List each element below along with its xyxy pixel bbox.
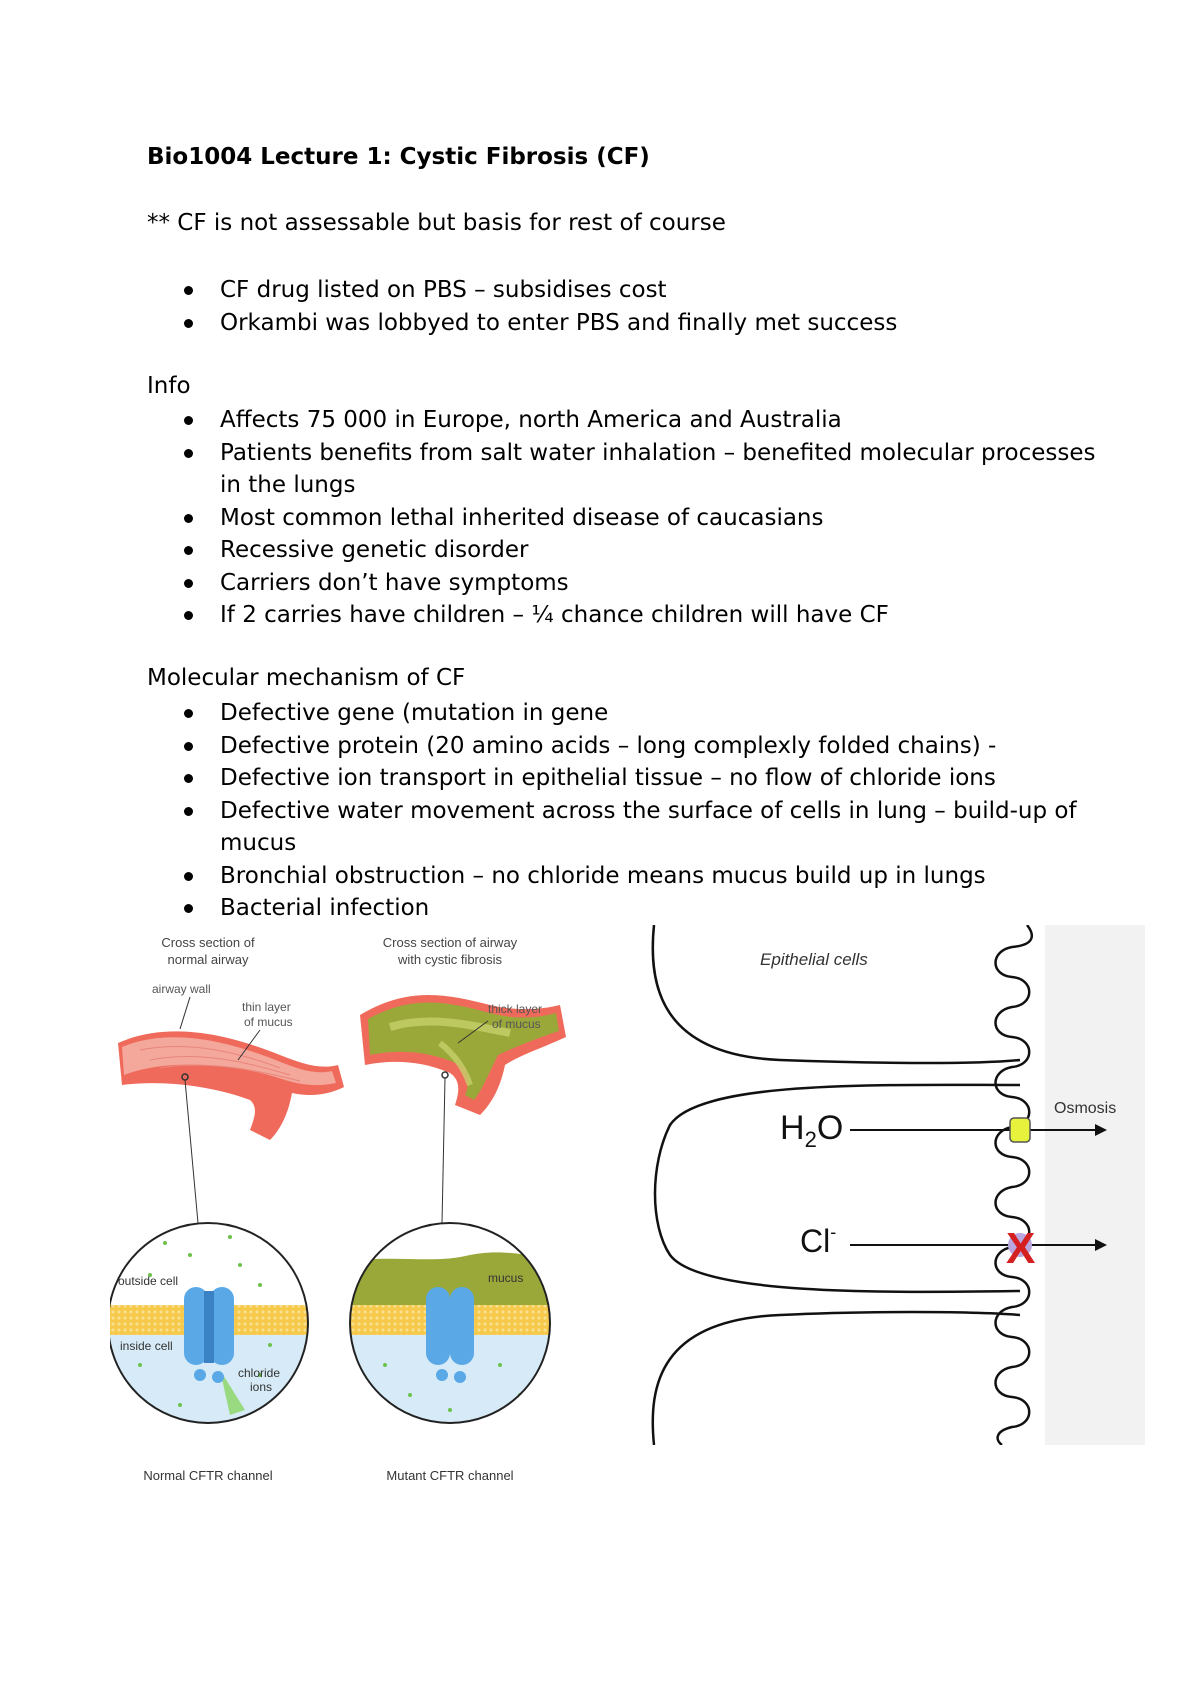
chloride-ions-label-line1: chloride — [238, 1366, 280, 1380]
list-item: Patients benefits from salt water inhala… — [147, 437, 1100, 502]
middle-cell-outline — [653, 1083, 1021, 1294]
blocked-x-icon: X — [1006, 1224, 1035, 1273]
course-note: ** CF is not assessable but basis for re… — [147, 210, 726, 236]
h2o-arrowhead — [1095, 1124, 1107, 1136]
lumen-background — [1045, 925, 1145, 1445]
normal-cftr-circle — [110, 1223, 308, 1423]
cf-airway-title-line2: with cystic fibrosis — [397, 952, 503, 967]
mutant-cftr-caption: Mutant CFTR channel — [386, 1468, 513, 1483]
list-item: Most common lethal inherited disease of … — [147, 502, 1100, 535]
bullet-icon — [184, 871, 193, 881]
mucus-label: mucus — [488, 1271, 523, 1285]
thick-mucus-pointer — [457, 1020, 489, 1044]
normal-airway-title-line1: Cross section of — [161, 935, 255, 950]
thick-mucus-label-line1: thick layer — [488, 1002, 542, 1016]
list-item: Recessive genetic disorder — [147, 534, 1100, 567]
list-item: Defective water movement across the surf… — [147, 795, 1100, 860]
bullet-icon — [184, 286, 193, 295]
thick-mucus-label-line2: of mucus — [492, 1017, 541, 1031]
cf-zoom-point — [441, 1071, 449, 1079]
mutant-cftr-channel — [426, 1287, 474, 1383]
mechanism-heading: Molecular mechanism of CF — [147, 665, 466, 691]
normal-airway-illustration — [118, 1031, 344, 1140]
outside-cell-label: outside cell — [118, 1274, 178, 1288]
water-channel-icon — [1009, 1117, 1031, 1143]
inside-cell-label: inside cell — [120, 1339, 173, 1353]
chloride-arrowhead — [1095, 1239, 1107, 1251]
thin-mucus-label-line1: thin layer — [242, 1000, 291, 1014]
bullet-icon — [184, 416, 193, 425]
airway-wall-pointer — [179, 996, 191, 1030]
chloride-label: Cl- — [800, 1222, 836, 1259]
info-heading: Info — [147, 373, 191, 399]
epithelial-osmosis-figure: Epithelial cells H2O Osmosis Cl- X — [651, 925, 1145, 1445]
bullet-icon — [184, 513, 193, 523]
bullet-icon — [184, 774, 193, 783]
list-item: CF drug listed on PBS – subsidises cost — [147, 274, 1100, 307]
list-item: Carriers don’t have symptoms — [147, 567, 1100, 600]
intro-bullet-list: CF drug listed on PBS – subsidises cost … — [147, 274, 1100, 339]
bullet-icon — [184, 741, 193, 751]
h2o-label: H2O — [780, 1109, 843, 1152]
bullet-icon — [184, 904, 193, 913]
document-title: Bio1004 Lecture 1: Cystic Fibrosis (CF) — [147, 144, 650, 170]
normal-cftr-caption: Normal CFTR channel — [143, 1468, 272, 1483]
mutant-cftr-circle-outline — [349, 1222, 551, 1424]
airway-wall-label: airway wall — [152, 982, 211, 996]
apical-membrane — [994, 925, 1034, 1445]
mechanism-bullet-list: Defective gene (mutation in gene Defecti… — [147, 697, 1100, 925]
bullet-icon — [184, 806, 193, 816]
list-item: Affects 75 000 in Europe, north America … — [147, 404, 1100, 437]
list-item: If 2 carries have children – ¼ chance ch… — [147, 599, 1100, 632]
bullet-icon — [184, 318, 193, 328]
list-item: Bacterial infection — [147, 892, 1100, 925]
bullet-icon — [184, 611, 193, 620]
list-item: Defective protein (20 amino acids – long… — [147, 730, 1100, 763]
lower-cell-outline — [651, 1310, 1021, 1445]
normal-zoom-line — [184, 1079, 199, 1224]
bullet-icon — [184, 546, 193, 555]
list-item: Bronchial obstruction – no chloride mean… — [147, 860, 1100, 893]
airway-cftr-figure: Cross section of normal airway Cross sec… — [110, 935, 566, 1483]
cf-airway-title-line1: Cross section of airway — [383, 935, 518, 950]
chloride-channel-icon — [1008, 1233, 1032, 1257]
list-item: Defective ion transport in epithelial ti… — [147, 762, 1100, 795]
normal-airway-title-line2: normal airway — [168, 952, 249, 967]
upper-cell-outline — [651, 925, 1021, 1065]
normal-cftr-circle-outline — [110, 1222, 309, 1424]
bullet-icon — [184, 578, 193, 588]
thin-mucus-pointer — [237, 1029, 261, 1061]
epithelial-cells-label: Epithelial cells — [760, 950, 868, 969]
thin-mucus-label-line2: of mucus — [244, 1015, 293, 1029]
list-item: Defective gene (mutation in gene — [147, 697, 1100, 730]
osmosis-label: Osmosis — [1054, 1100, 1116, 1117]
list-item: Orkambi was lobbyed to enter PBS and fin… — [147, 307, 1100, 340]
info-bullet-list: Affects 75 000 in Europe, north America … — [147, 404, 1100, 632]
chloride-ions-label-line2: ions — [250, 1380, 272, 1394]
cf-zoom-line — [441, 1077, 446, 1224]
bullet-icon — [184, 709, 193, 718]
bullet-icon — [184, 448, 193, 458]
normal-cftr-channel — [184, 1287, 234, 1383]
cf-airway-illustration — [360, 995, 566, 1115]
